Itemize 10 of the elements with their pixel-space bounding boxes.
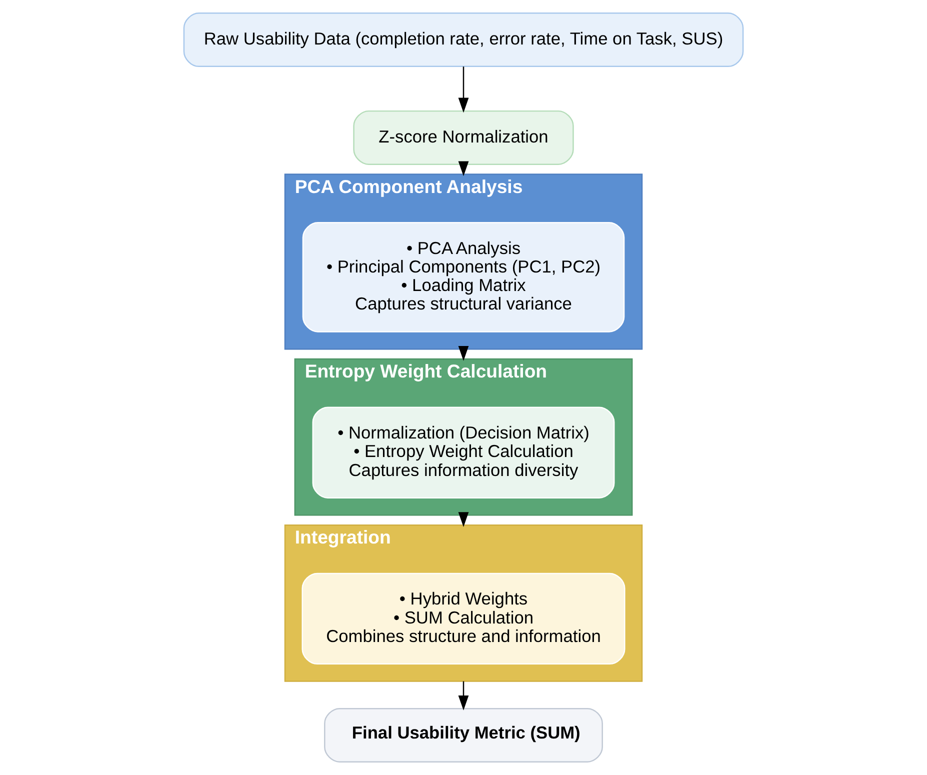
node-box: • PCA Analysis • Principal Components (PC1, PC2) • Loading Matrix Captures structural variance <box>302 222 625 332</box>
arrow <box>458 681 469 710</box>
node-box: Final Usability Metric (SUM) <box>324 708 603 762</box>
node-box: • Hybrid Weights • SUM Calculation Combines structure and information <box>302 572 626 665</box>
node-box: • Normalization (Decision Matrix) • Entropy Weight Calculation Captures information diversity <box>312 406 615 498</box>
node-box: Raw Usability Data (completion rate, error rate, Time on Task, SUS) <box>183 12 744 68</box>
arrow <box>458 161 469 176</box>
arrow <box>458 346 469 361</box>
arrow <box>458 66 469 113</box>
arrow <box>458 512 469 527</box>
